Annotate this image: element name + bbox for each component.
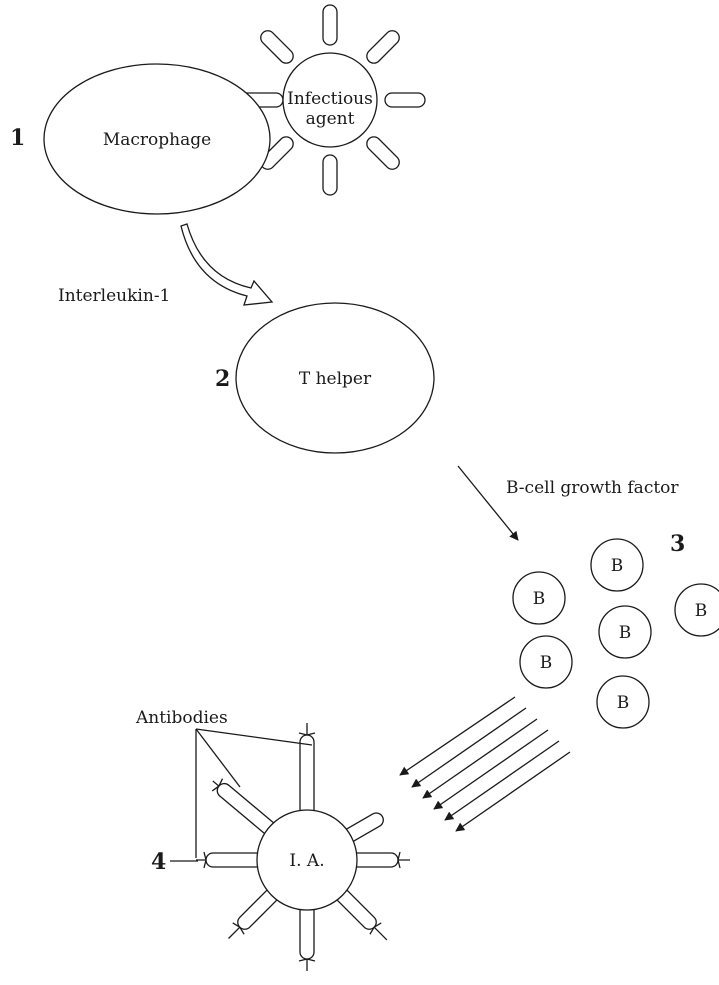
b-cell — [519, 635, 573, 689]
interleukin-arrow — [180, 223, 274, 306]
b-cell-label: B — [619, 623, 632, 643]
infectious-agent-cell — [282, 52, 378, 148]
b-cell — [512, 571, 566, 625]
b-cell-label: B — [533, 589, 546, 609]
step-3-number: 3 — [670, 531, 685, 557]
b-cell-label: B — [695, 601, 708, 621]
t-helper-label: T helper — [299, 369, 372, 389]
step-1-number: 1 — [10, 125, 25, 151]
ia-cell — [256, 809, 358, 911]
ia-label: I. A. — [289, 851, 324, 871]
b-cell — [590, 538, 644, 592]
b-cell-label: B — [540, 653, 553, 673]
b-cell — [596, 675, 650, 729]
step-4-number: 4 — [151, 849, 166, 875]
macrophage-cell — [43, 63, 271, 215]
b-cell — [598, 605, 652, 659]
b-cell-group: B B B B B B — [512, 538, 719, 729]
growth-factor-arrow — [457, 465, 519, 541]
interleukin-label: Interleukin-1 — [58, 286, 170, 306]
antibodies-leader-lines — [195, 728, 313, 858]
b-cell-label: B — [611, 556, 624, 576]
infectious-agent-label-line2: agent — [306, 109, 355, 129]
b-cell — [674, 583, 719, 637]
macrophage-label: Macrophage — [103, 130, 211, 150]
growth-factor-label: B-cell growth factor — [506, 478, 679, 498]
infectious-agent-label-line1: Infectious — [287, 89, 373, 109]
antibody-arrows — [399, 696, 571, 832]
b-cell-label: B — [617, 693, 630, 713]
antibodies-label: Antibodies — [135, 708, 228, 728]
t-helper-cell — [235, 302, 435, 454]
step-2-number: 2 — [215, 366, 230, 392]
